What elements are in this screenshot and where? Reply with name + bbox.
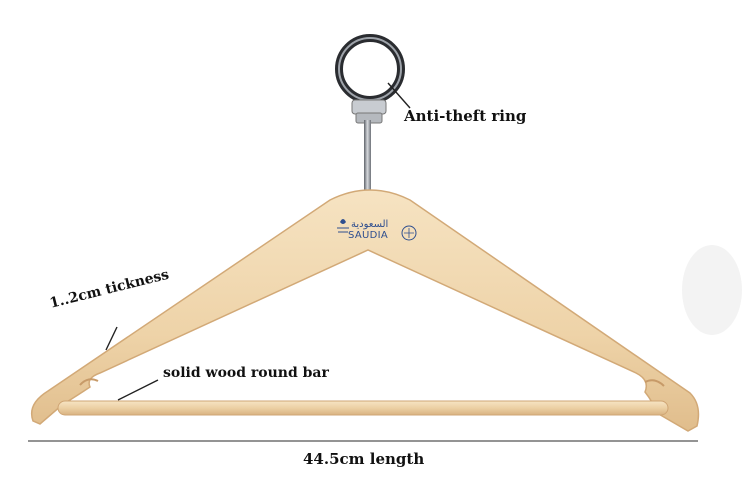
round-bar [57, 400, 669, 416]
right-notch [644, 379, 665, 387]
left-notch [79, 378, 99, 386]
thickness-leader-line [105, 326, 118, 351]
anti-theft-ring-label: Anti-theft ring [404, 107, 527, 125]
logo-arabic-text: السعودية [351, 219, 389, 230]
anti-theft-ring [335, 34, 405, 124]
logo-latin-text: SAUDIA [348, 230, 388, 241]
bar-leader-line [117, 379, 159, 401]
background-shadow [682, 245, 742, 335]
hook-stem [364, 120, 371, 195]
length-label: 44.5cm length [303, 450, 425, 468]
round-bar-label: solid wood round bar [163, 365, 329, 381]
ring-leader-line [387, 82, 411, 109]
saudia-logo [337, 219, 417, 241]
